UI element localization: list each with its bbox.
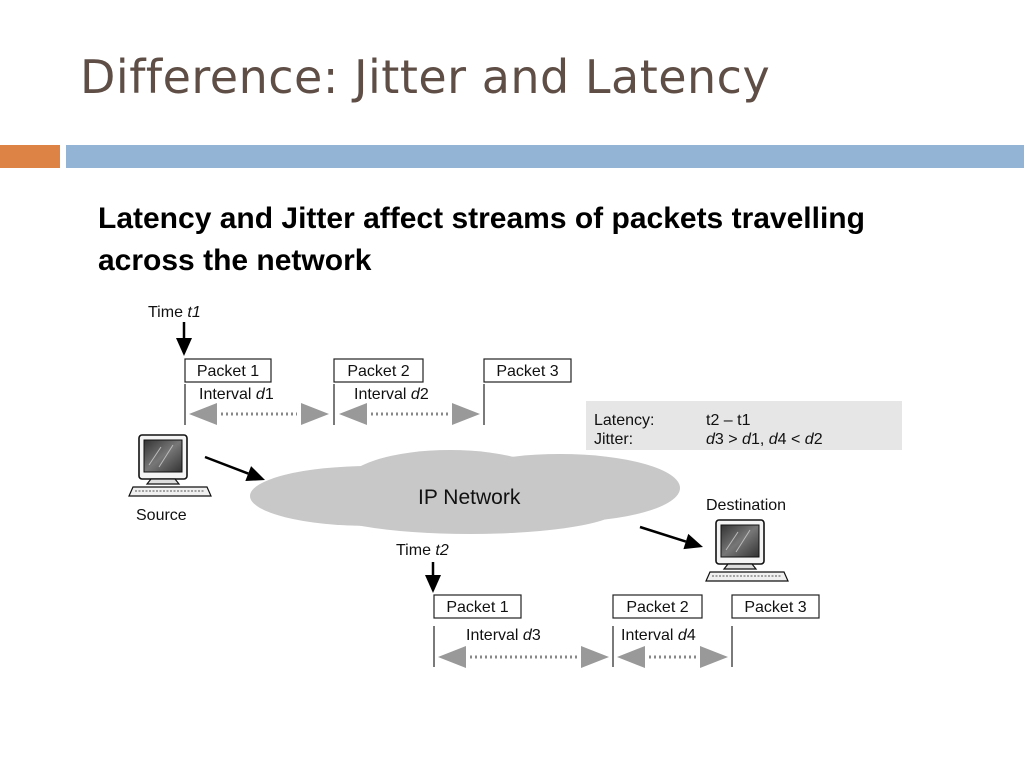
ip-network-cloud: IP Network xyxy=(250,450,680,534)
interval-d2-label: Interval d2 xyxy=(354,386,429,403)
top-packet-2-label: Packet 2 xyxy=(347,363,409,380)
legend-jitter-value: d3 > d1, d4 < d2 xyxy=(706,431,823,448)
bottom-packet-1-label: Packet 1 xyxy=(446,599,508,616)
interval-d4-label: Interval d4 xyxy=(621,627,696,644)
slide-subtitle: Latency and Jitter affect streams of pac… xyxy=(98,202,865,277)
header-bar xyxy=(66,145,1024,168)
destination-label: Destination xyxy=(706,497,786,514)
bottom-packet-1-box xyxy=(433,594,522,619)
bottom-packet-3-label: Packet 3 xyxy=(744,599,806,616)
accent-bar xyxy=(0,145,60,168)
interval-d1-arrow xyxy=(189,403,329,425)
destination-computer xyxy=(705,519,789,582)
top-packet-2-box xyxy=(333,358,424,383)
time-t1-arrow xyxy=(176,322,192,356)
source-computer-stand xyxy=(145,478,181,485)
time-t1-label: Time t1 xyxy=(148,304,201,321)
source-to-network-arrow xyxy=(204,455,265,482)
bottom-packet-3-box xyxy=(731,594,820,619)
interval-d3-arrow xyxy=(438,646,609,668)
bottom-packet-2-box xyxy=(612,594,703,619)
destination-computer-stand xyxy=(722,563,758,570)
ip-network-label: IP Network xyxy=(418,486,521,509)
legend-background xyxy=(586,401,902,450)
top-packet-1-label: Packet 1 xyxy=(197,363,259,380)
top-packet-1-box xyxy=(184,358,272,383)
interval-d3-label: Interval d3 xyxy=(466,627,541,644)
top-packet-3-label: Packet 3 xyxy=(496,363,558,380)
source-computer-screen xyxy=(143,439,183,473)
destination-computer-screen xyxy=(720,524,760,558)
bottom-packet-2-label: Packet 2 xyxy=(626,599,688,616)
legend-latency-value: t2 – t1 xyxy=(706,412,751,429)
legend-jitter-label: Jitter: xyxy=(594,431,633,448)
source-label: Source xyxy=(136,507,187,524)
legend-box: Latency: t2 – t1 Jitter: d3 > d1, d4 < d… xyxy=(586,401,902,450)
slide-title: Difference: Jitter and Latency xyxy=(80,50,771,104)
source-computer xyxy=(128,434,212,497)
interval-d1-label: Interval d1 xyxy=(199,386,274,403)
interval-d4-arrow xyxy=(617,646,728,668)
legend-latency-label: Latency: xyxy=(594,412,654,429)
top-packet-3-box xyxy=(483,358,572,383)
network-to-destination-arrow xyxy=(639,525,703,550)
time-t2-arrow xyxy=(425,562,441,593)
interval-d2-arrow xyxy=(339,403,480,425)
time-t2-label: Time t2 xyxy=(396,542,449,559)
